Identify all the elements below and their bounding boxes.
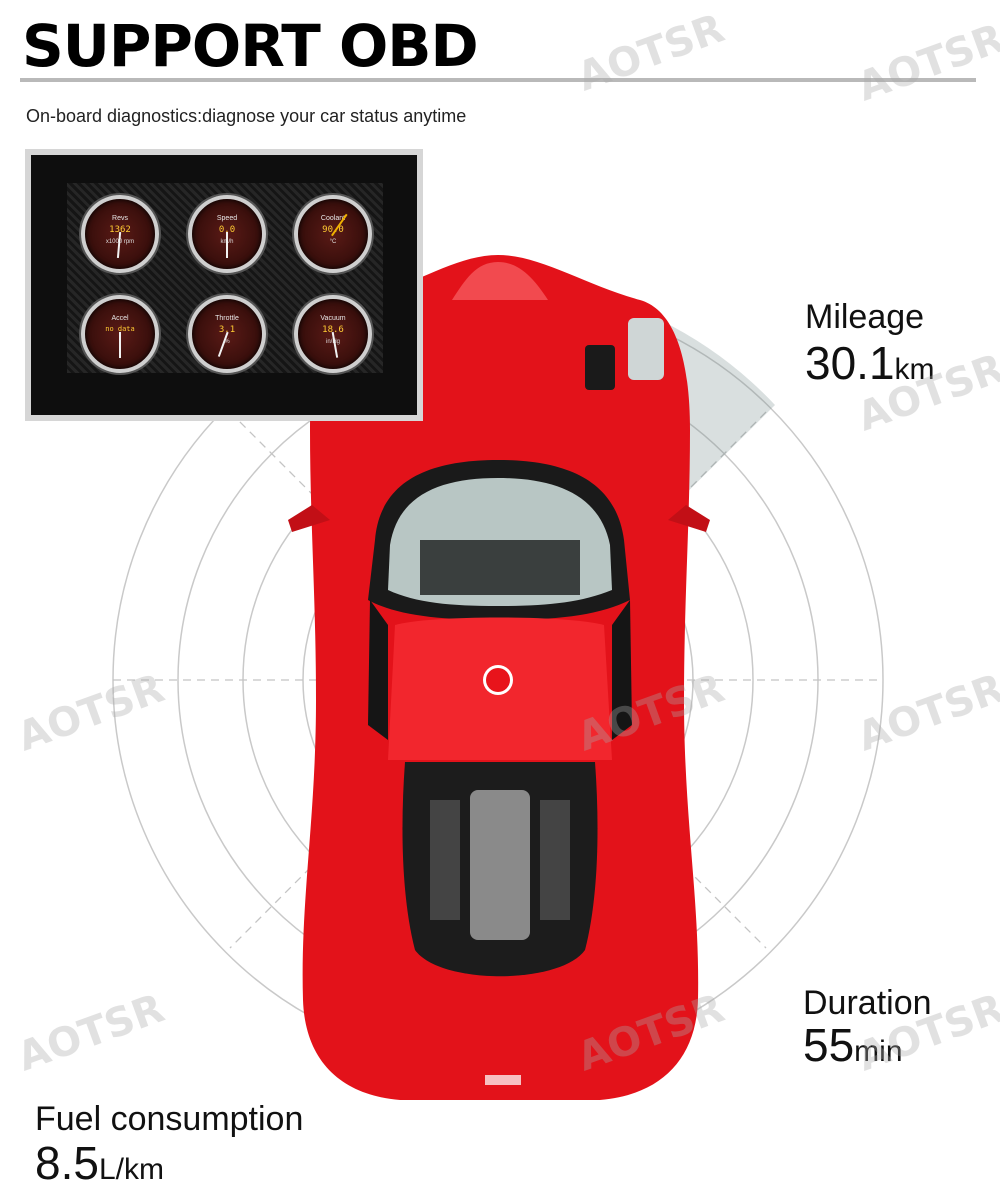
gauge-throttle: Throttle 3.1 % bbox=[188, 295, 266, 373]
gauge-label: Throttle bbox=[215, 315, 239, 322]
fuel-label: Fuel consumption bbox=[35, 1100, 304, 1138]
duration-number: 55 bbox=[803, 1019, 855, 1071]
gauge-needle bbox=[226, 232, 228, 258]
mileage-value: 30.1km bbox=[805, 336, 935, 390]
gauge-label: Vacuum bbox=[320, 315, 346, 322]
gauge-needle bbox=[119, 332, 121, 358]
gauge-value: 3.1 bbox=[218, 325, 236, 335]
gauge-vacuum: Vacuum 18.6 in/Hg bbox=[294, 295, 372, 373]
obd-device-bezel: Revs 1362 x1000 rpm Speed 0.0 km/h Coola… bbox=[31, 155, 417, 415]
mileage-unit: km bbox=[894, 353, 935, 386]
gauge-unit: °C bbox=[329, 239, 337, 245]
mileage-number: 30.1 bbox=[805, 337, 895, 389]
gauge-label: Coolant bbox=[320, 215, 346, 222]
page-subtitle: On-board diagnostics:diagnose your car s… bbox=[26, 106, 467, 126]
duration-label: Duration bbox=[803, 984, 932, 1022]
mileage-label: Mileage bbox=[805, 298, 925, 336]
gauge-unit: % bbox=[224, 339, 230, 345]
gauge-coolant: Coolant 90.0 °C bbox=[294, 195, 372, 273]
gauge-revs: Revs 1362 x1000 rpm bbox=[81, 195, 159, 273]
obd-app-screenshot: Revs 1362 x1000 rpm Speed 0.0 km/h Coola… bbox=[25, 149, 423, 421]
page-title: SUPPORT OBD bbox=[22, 12, 479, 80]
fuel-number: 8.5 bbox=[35, 1137, 99, 1189]
gauge-value: 1362 bbox=[109, 225, 131, 235]
gauge-label: Speed bbox=[216, 215, 238, 222]
gauge-value: 0.0 bbox=[218, 225, 236, 235]
fuel-unit: L/km bbox=[98, 1153, 164, 1186]
fuel-value: 8.5L/km bbox=[35, 1136, 164, 1190]
gauge-label: Accel bbox=[111, 315, 129, 322]
duration-value: 55min bbox=[803, 1018, 903, 1072]
gauge-speed: Speed 0.0 km/h bbox=[188, 195, 266, 273]
gauge-value: no data bbox=[105, 325, 135, 333]
gauge-accel: Accel no data bbox=[81, 295, 159, 373]
title-divider bbox=[20, 78, 976, 82]
gauge-label: Revs bbox=[112, 215, 128, 222]
duration-unit: min bbox=[854, 1035, 903, 1068]
center-marker-dot bbox=[486, 668, 510, 692]
obd-gauge-screen: Revs 1362 x1000 rpm Speed 0.0 km/h Coola… bbox=[67, 183, 383, 373]
gauge-value: 18.6 bbox=[322, 325, 344, 335]
